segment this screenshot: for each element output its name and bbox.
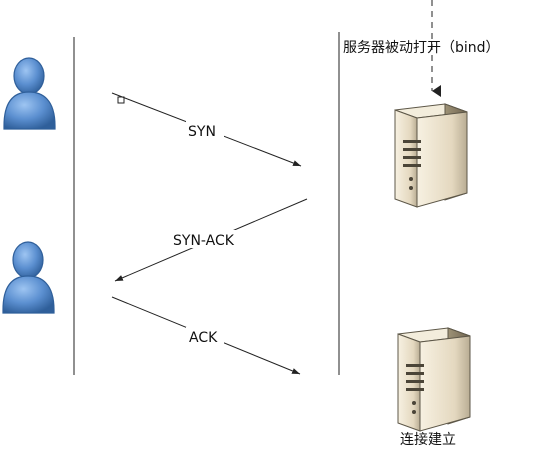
syn-label: SYN bbox=[188, 124, 216, 140]
ack-label: ACK bbox=[189, 330, 218, 346]
connection-established-label: 连接建立 bbox=[400, 431, 456, 448]
client-user-icon-bottom bbox=[2, 241, 55, 314]
client-user-icon-top bbox=[3, 57, 56, 130]
server-icon-top bbox=[394, 103, 468, 208]
small-square-icon bbox=[117, 96, 125, 104]
server-passive-open-label: 服务器被动打开（bind） bbox=[343, 39, 500, 56]
syn-ack-label: SYN-ACK bbox=[173, 233, 235, 249]
server-icon-bottom bbox=[397, 327, 471, 432]
